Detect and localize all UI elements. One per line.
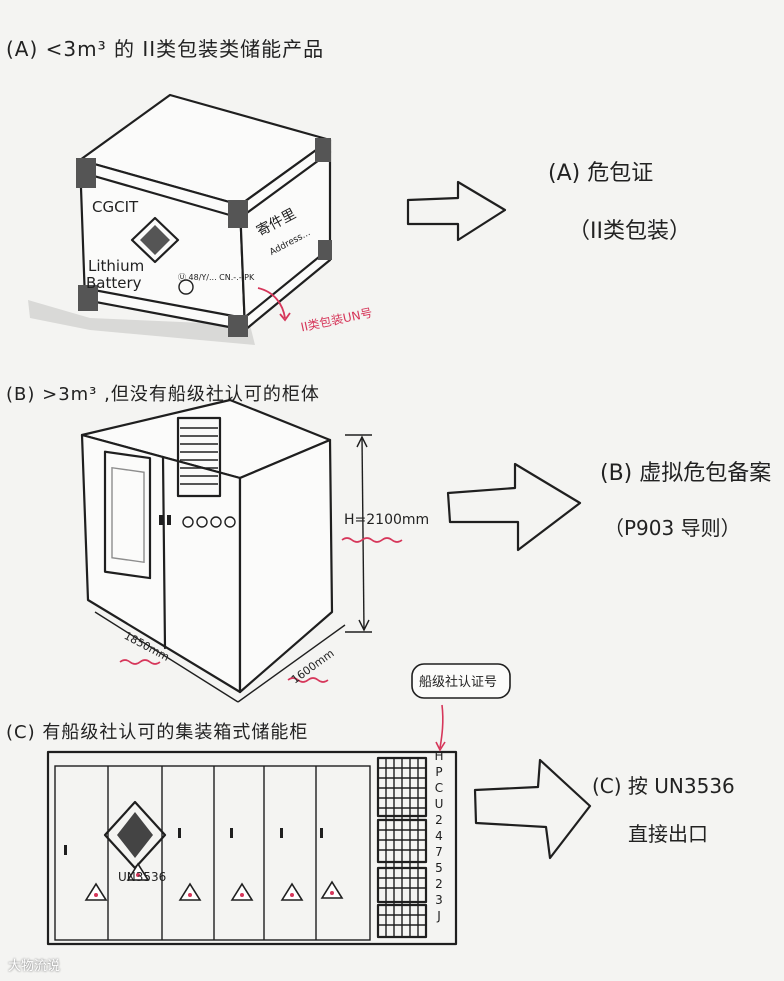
side-code-char: C (434, 781, 444, 795)
section-a-title: (A) <3m³ 的 II类包装类储能产品 (6, 37, 325, 61)
cabinet-drawing (80, 398, 403, 703)
result-c-title: (C) 按 UN3536 (592, 774, 735, 798)
section-b-title: (B) >3m³ ,但没有船级社认可的柜体 (6, 384, 320, 405)
result-a-title: (A) 危包证 (548, 161, 654, 186)
result-c-sub: 直接出口 (628, 822, 708, 846)
arrow-b-icon (446, 462, 582, 552)
section-c-title: (C) 有船级社认可的集装箱式储能柜 (6, 722, 309, 743)
side-code-char: 2 (435, 877, 443, 891)
watermark: 大物流说 (8, 959, 61, 974)
crate-drawing (28, 93, 332, 345)
arrow-a-icon (406, 180, 507, 242)
side-code-char: 7 (435, 845, 443, 859)
side-code-char: 2 (435, 813, 443, 827)
crate-brand: CGCIT (92, 198, 139, 216)
side-code-char: 5 (435, 861, 443, 875)
side-code-char: J (437, 909, 441, 923)
un-label: UN3536 (118, 870, 167, 884)
arrow-c-icon (473, 758, 592, 860)
cert-bubble-outline (411, 663, 511, 699)
result-b-sub: （P903 导则） (604, 516, 741, 540)
result-b-title: (B) 虚拟危包备案 (600, 461, 772, 486)
container-drawing (46, 704, 458, 946)
crate-lithium: Lithium (88, 257, 145, 275)
side-code-column: H P C U 2 4 7 5 2 3 J (432, 748, 446, 924)
crate-battery: Battery (86, 274, 142, 292)
side-code-char: 4 (435, 829, 443, 843)
side-code-char: U (434, 797, 444, 811)
vent-grids (376, 756, 428, 939)
height-label: H=2100mm (344, 512, 430, 528)
side-code-char: 3 (435, 893, 443, 907)
crate-un-mark: Ⓤ 48/Y/... CN.-.-.PK (178, 273, 255, 282)
side-code-char: H (434, 749, 444, 763)
side-code-char: P (435, 765, 443, 779)
cert-bubble-text: 船级社认证号 (419, 675, 498, 690)
hazard-diamond-icon (130, 216, 180, 264)
result-a-sub: （II类包装） (568, 219, 691, 244)
